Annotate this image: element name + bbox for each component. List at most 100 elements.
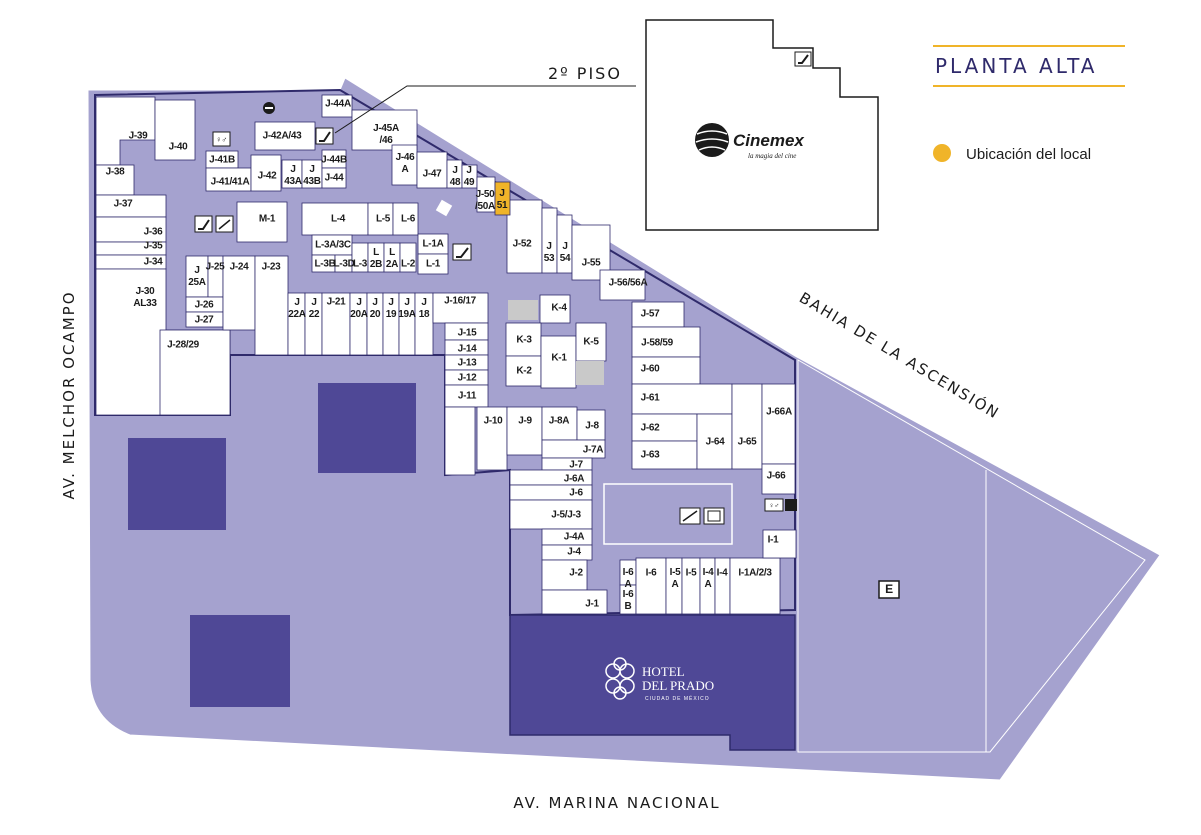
store-label-j-10[interactable]: J-10	[484, 416, 504, 427]
store-label-j-36[interactable]: J-36	[144, 227, 164, 238]
store-label-j-28-29[interactable]: J-28/29	[167, 340, 200, 351]
store-label-j-57[interactable]: J-57	[641, 309, 661, 320]
store-label-j-66a[interactable]: J-66A	[766, 407, 792, 418]
store-label-j-44[interactable]: J-44	[325, 173, 345, 184]
store-label-j-38[interactable]: J-38	[106, 167, 126, 178]
store-label-j-6a[interactable]: J-6A	[564, 474, 585, 485]
store-label-j-34[interactable]: J-34	[144, 257, 164, 268]
store-label-i-4[interactable]: I-4	[717, 568, 729, 579]
store-label-j-45a-46[interactable]: J-45A/46	[373, 123, 399, 146]
store-label-j-12[interactable]: J-12	[458, 373, 478, 384]
store-label-j-44b[interactable]: J-44B	[321, 155, 347, 166]
store-label-j-27[interactable]: J-27	[195, 315, 215, 326]
store-label-j-35[interactable]: J-35	[144, 241, 164, 252]
store-label-l-3[interactable]: L-3	[353, 259, 368, 270]
store-label-k-3[interactable]: K-3	[516, 335, 532, 346]
store-label-k-1[interactable]: K-1	[551, 353, 567, 364]
store-label-l-3a-3c[interactable]: L-3A/3C	[315, 240, 351, 251]
store-label-l-5[interactable]: L-5	[376, 214, 391, 225]
store-label-k-5[interactable]: K-5	[583, 337, 599, 348]
store-label-j-56-56a[interactable]: J-56/56A	[609, 278, 648, 289]
store-label-j-8a[interactable]: J-8A	[549, 416, 570, 427]
store-label-j-21[interactable]: J-21	[327, 297, 347, 308]
store-label-l-4[interactable]: L-4	[331, 214, 346, 225]
store-label-k-4[interactable]: K-4	[551, 303, 567, 314]
store-label-j-42[interactable]: J-42	[258, 171, 278, 182]
store-label-j-39[interactable]: J-39	[129, 131, 149, 142]
store-label-j-62[interactable]: J-62	[641, 423, 661, 434]
store-label-j-41-41a[interactable]: J-41/41A	[211, 177, 250, 188]
store-label-j-16-17[interactable]: J-16/17	[444, 296, 477, 307]
store-label-j-66[interactable]: J-66	[767, 471, 787, 482]
store-label-j-5-j-3[interactable]: J-5/J-3	[551, 510, 582, 521]
store-label-m-1[interactable]: M-1	[259, 214, 276, 225]
store-label-j-9[interactable]: J-9	[518, 416, 533, 427]
store-label-j-11[interactable]: J-11	[458, 391, 477, 402]
store-label-j-23[interactable]: J-23	[262, 262, 282, 273]
store-label-j-8[interactable]: J-8	[585, 421, 600, 432]
store-label-l-3b[interactable]: L-3B	[314, 259, 335, 270]
store-label-j-40[interactable]: J-40	[169, 142, 189, 153]
store-label-j-25[interactable]: J-25	[206, 262, 226, 273]
store-label-j-60[interactable]: J-60	[641, 364, 661, 375]
store-label-j-61[interactable]: J-61	[641, 393, 661, 404]
store-label-j-13[interactable]: J-13	[458, 358, 478, 369]
store-label-j-7a[interactable]: J-7A	[583, 445, 604, 456]
store-label-j-44a[interactable]: J-44A	[325, 99, 351, 110]
store-label-j-4a[interactable]: J-4A	[564, 532, 585, 543]
store-label-j-6[interactable]: J-6	[569, 488, 584, 499]
store-label-l-2[interactable]: L-2	[401, 259, 416, 270]
store-label-j-2[interactable]: J-2	[569, 568, 584, 579]
store-label-k-2[interactable]: K-2	[516, 366, 532, 377]
store-label-j-7[interactable]: J-7	[569, 460, 584, 471]
highlighted-store-j51[interactable]	[494, 181, 511, 216]
store-label-j-55[interactable]: J-55	[582, 258, 602, 269]
store-label-j-47[interactable]: J-47	[423, 169, 443, 180]
store-label-j-58-59[interactable]: J-58/59	[641, 338, 674, 349]
store-label-l-6[interactable]: L-6	[401, 214, 416, 225]
store-label-j-50-50a[interactable]: J-50/50A	[475, 189, 495, 212]
store-label-l-1a[interactable]: L-1A	[422, 239, 443, 250]
store-label-j-1[interactable]: J-1	[585, 599, 600, 610]
store-label-j-65[interactable]: J-65	[738, 437, 758, 448]
store-label-i-1a-2-3[interactable]: I-1A/2/3	[738, 568, 772, 579]
store-label-j-24[interactable]: J-24	[230, 262, 250, 273]
store-label-l-3d[interactable]: L-3D	[333, 259, 354, 270]
store-label-j-14[interactable]: J-14	[458, 344, 478, 355]
store-label-j-37[interactable]: J-37	[114, 199, 134, 210]
store-label-j-4[interactable]: J-4	[567, 547, 582, 558]
store-label-j-26[interactable]: J-26	[195, 300, 215, 311]
store-label-j-15[interactable]: J-15	[458, 328, 478, 339]
store-label-j-52[interactable]: J-52	[513, 239, 533, 250]
store-label-i-6[interactable]: I-6	[646, 568, 658, 579]
store-label-i-1[interactable]: I-1	[768, 535, 780, 546]
store-label-j-41b[interactable]: J-41B	[209, 155, 235, 166]
store-label-i-5[interactable]: I-5	[686, 568, 698, 579]
store-label-j-63[interactable]: J-63	[641, 450, 661, 461]
store-label-j-42a-43[interactable]: J-42A/43	[263, 131, 303, 142]
store-label-j-64[interactable]: J-64	[706, 437, 726, 448]
